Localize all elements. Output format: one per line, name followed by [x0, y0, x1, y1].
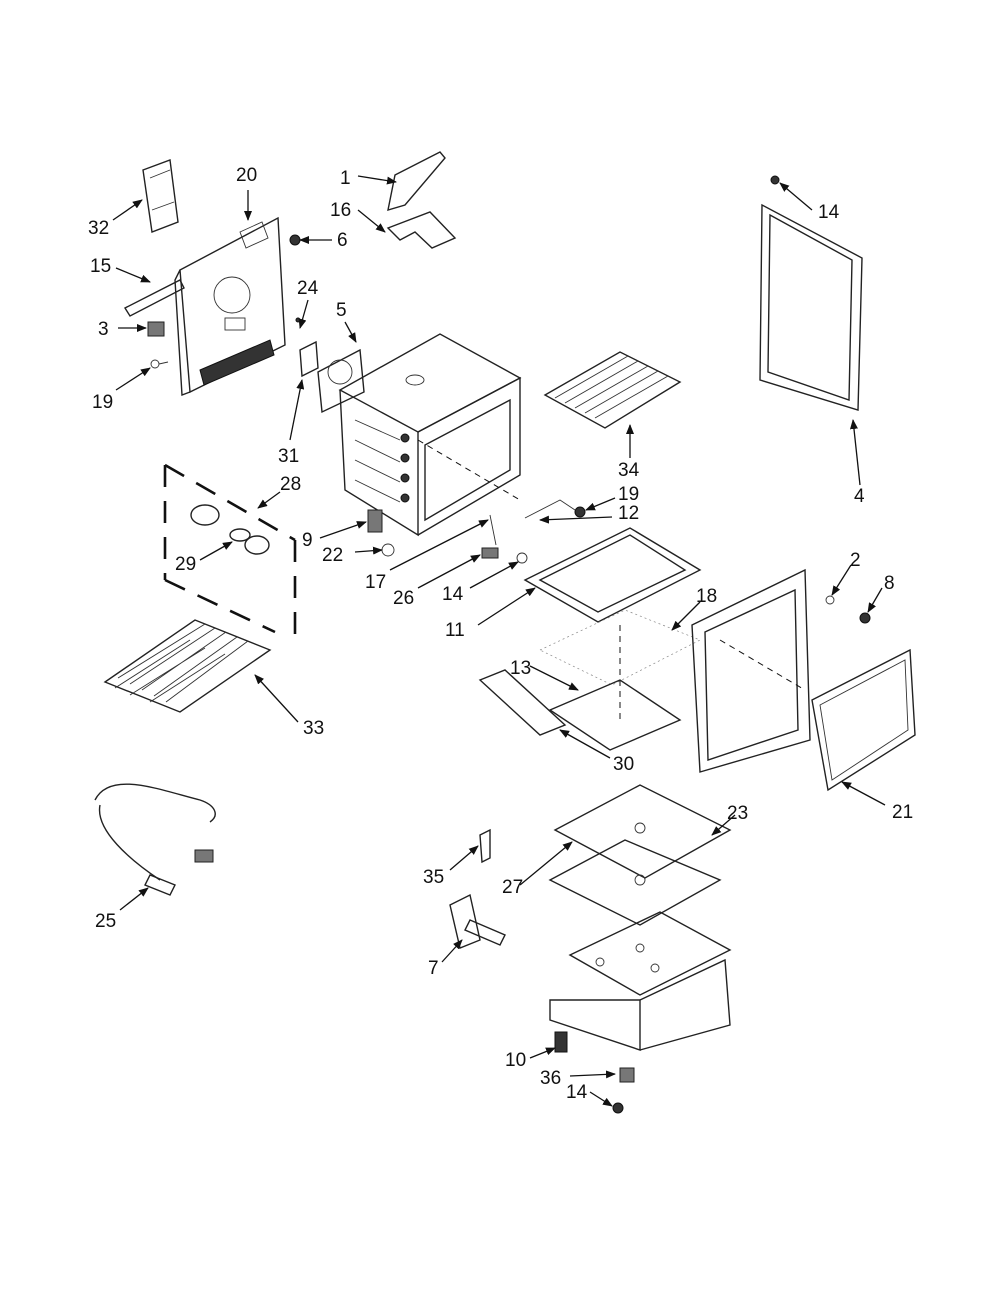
part-13-30-tray-rail: [478, 669, 682, 751]
part-15-rod: [124, 279, 185, 317]
part-25-power-cord: [94, 783, 216, 896]
callout-label: 17: [365, 572, 386, 593]
callout-label: 29: [175, 554, 196, 575]
callout-label: 19: [92, 392, 113, 413]
part-10-36-14-fasteners: [554, 1031, 635, 1114]
callout-label: 1: [340, 168, 351, 189]
part-16-bracket: [386, 211, 457, 249]
callout-label: 32: [88, 218, 109, 239]
part-23-27-plates: [548, 784, 732, 926]
callout-label: 25: [95, 911, 116, 932]
leader-arrows: [112, 175, 886, 1107]
part-3-clip: [147, 321, 165, 337]
part-21-door-gasket: [811, 648, 916, 792]
part-front-frame: [691, 568, 811, 773]
callout-label: 2: [850, 550, 861, 571]
part-18-insulation: [539, 609, 701, 720]
part-11-bake-pan: [516, 527, 702, 623]
callout-label: 19: [618, 484, 639, 505]
part-33-oven-rack: [103, 619, 272, 713]
callout-label: 30: [613, 754, 634, 775]
callout-label: 36: [540, 1068, 561, 1089]
callout-label: 20: [236, 165, 257, 186]
callout-label: 35: [423, 867, 444, 888]
callout-label: 12: [618, 503, 639, 524]
part-1-bracket: [387, 151, 446, 211]
part-34-rack: [543, 351, 682, 429]
part-2-8-door-hardware: [825, 595, 871, 624]
callout-label: 16: [330, 200, 351, 221]
part-12-19-26-hardware: [481, 499, 586, 559]
callout-label: 3: [98, 319, 109, 340]
part-oven-cavity: [338, 333, 522, 537]
callout-label: 21: [892, 802, 913, 823]
callout-label: 10: [505, 1050, 526, 1071]
part-20-rear-panel: [174, 216, 286, 396]
part-4-door-panel: [759, 175, 863, 411]
part-28-29-knobs: [163, 463, 297, 635]
callout-label: 14: [818, 202, 840, 223]
part-6-screw: [289, 234, 301, 246]
callout-label: 9: [302, 530, 313, 551]
callout-label: 5: [336, 300, 347, 321]
callout-label: 7: [428, 958, 439, 979]
callout-label: 31: [278, 446, 299, 467]
callout-label: 27: [502, 877, 523, 898]
part-32-bracket: [142, 159, 179, 233]
callout-label: 8: [884, 573, 895, 594]
callout-label: 33: [303, 718, 324, 739]
callout-label: 22: [322, 545, 343, 566]
callout-label: 4: [854, 486, 865, 507]
callout-label: 23: [727, 803, 748, 824]
callout-label: 26: [393, 588, 414, 609]
callout-label: 28: [280, 474, 301, 495]
part-19-screw-rear: [150, 359, 169, 369]
callout-label: 34: [618, 460, 640, 481]
callout-label: 24: [297, 278, 319, 299]
callout-label: 6: [337, 230, 348, 251]
callout-label: 14: [442, 584, 464, 605]
callout-label: 14: [566, 1082, 588, 1103]
callout-label: 18: [696, 586, 717, 607]
callout-label: 15: [90, 256, 111, 277]
part-9-17-22-fittings: [367, 509, 395, 557]
callout-label: 13: [510, 658, 531, 679]
callout-labels: 1 16 20 32 15 6 24 5 3 19 31 14 34 4 28 …: [88, 165, 913, 1103]
part-drawer-assembly: [549, 911, 732, 1051]
callout-label: 11: [445, 620, 465, 641]
part-35-7-bracket: [449, 828, 506, 949]
